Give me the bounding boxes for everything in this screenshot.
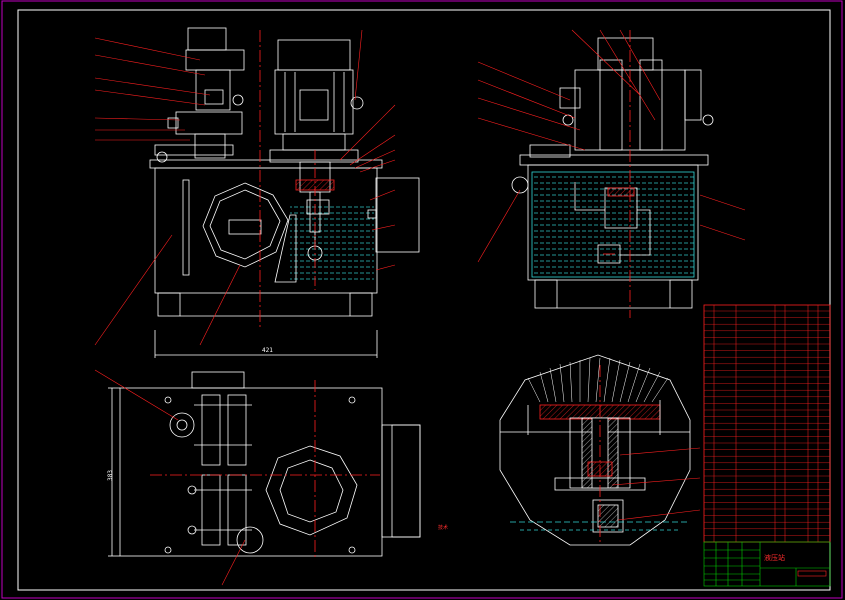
top-leaders — [94, 369, 246, 586]
front-leaders — [94, 29, 396, 346]
detail-leaders — [611, 447, 701, 521]
notes-heading: 技术 — [438, 525, 449, 531]
technical-notes: 技术 — [438, 525, 448, 532]
side-leaders — [477, 29, 746, 263]
overall-depth-dimension: 383 — [107, 470, 114, 481]
top-view — [108, 371, 421, 560]
drawing-title: 液压站 — [764, 554, 785, 562]
title-block — [703, 541, 831, 587]
front-view — [149, 27, 420, 358]
electric-motor-icon — [269, 39, 364, 163]
detail-section — [499, 354, 691, 546]
octagon-filter-icon — [202, 182, 289, 268]
bom-table — [703, 304, 831, 543]
side-view — [511, 30, 714, 318]
overall-width-dimension: 421 — [262, 347, 273, 354]
solenoid-valve-icon — [154, 27, 245, 163]
